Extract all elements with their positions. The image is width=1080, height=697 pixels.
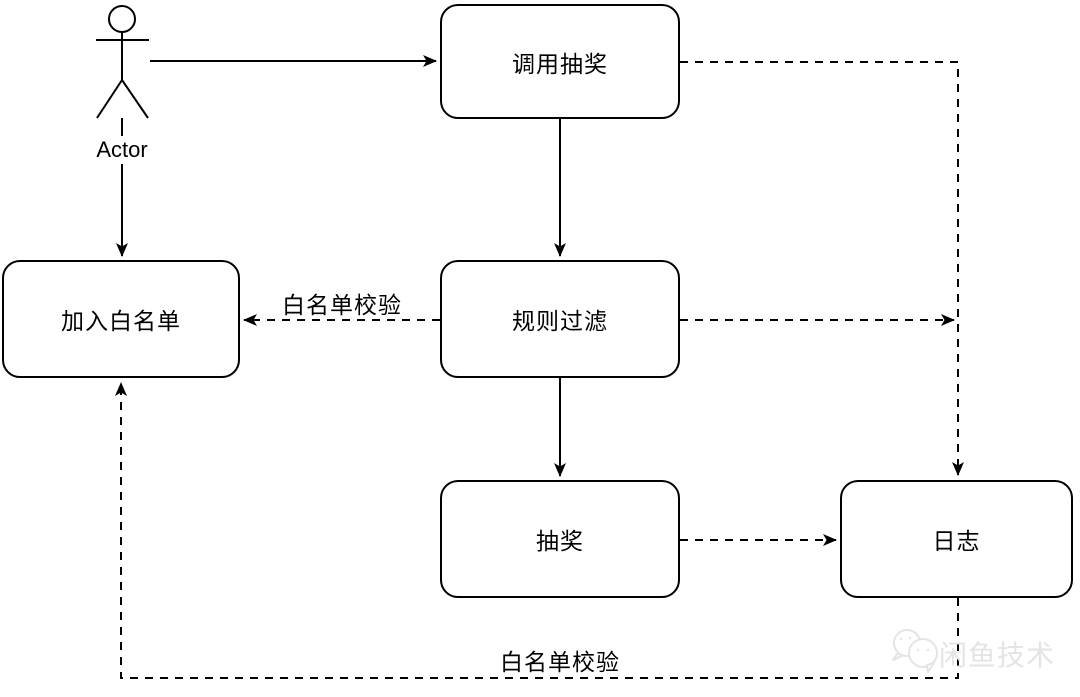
node-add-whitelist-label: 加入白名单: [61, 308, 181, 334]
wechat-logo-icon: [892, 629, 938, 673]
node-log: 日志: [840, 480, 1073, 598]
actor-figure: [96, 5, 149, 119]
node-log-label: 日志: [932, 528, 981, 554]
node-call-lottery-label: 调用抽奖: [512, 50, 608, 77]
watermark-text: 闲鱼技术: [939, 640, 1056, 671]
actor-left-leg: [96, 79, 123, 119]
node-rule-filter-label: 规则过滤: [512, 308, 608, 334]
edge-label-whitelist-check-mid: 白名单校验: [282, 292, 402, 318]
actor-label: Actor: [72, 136, 172, 164]
edge-call-lottery-to-log: [680, 61, 964, 476]
actor-right-leg: [121, 79, 149, 119]
node-add-whitelist: 加入白名单: [2, 260, 240, 378]
node-lottery: 抽奖: [440, 480, 680, 598]
node-rule-filter: 规则过滤: [440, 260, 680, 378]
node-call-lottery: 调用抽奖: [440, 4, 680, 119]
actor-head: [108, 5, 136, 33]
edge-label-whitelist-check-bottom: 白名单校验: [500, 649, 620, 675]
edge-log-to-add-whitelist: [115, 382, 959, 679]
node-lottery-label: 抽奖: [536, 528, 584, 554]
